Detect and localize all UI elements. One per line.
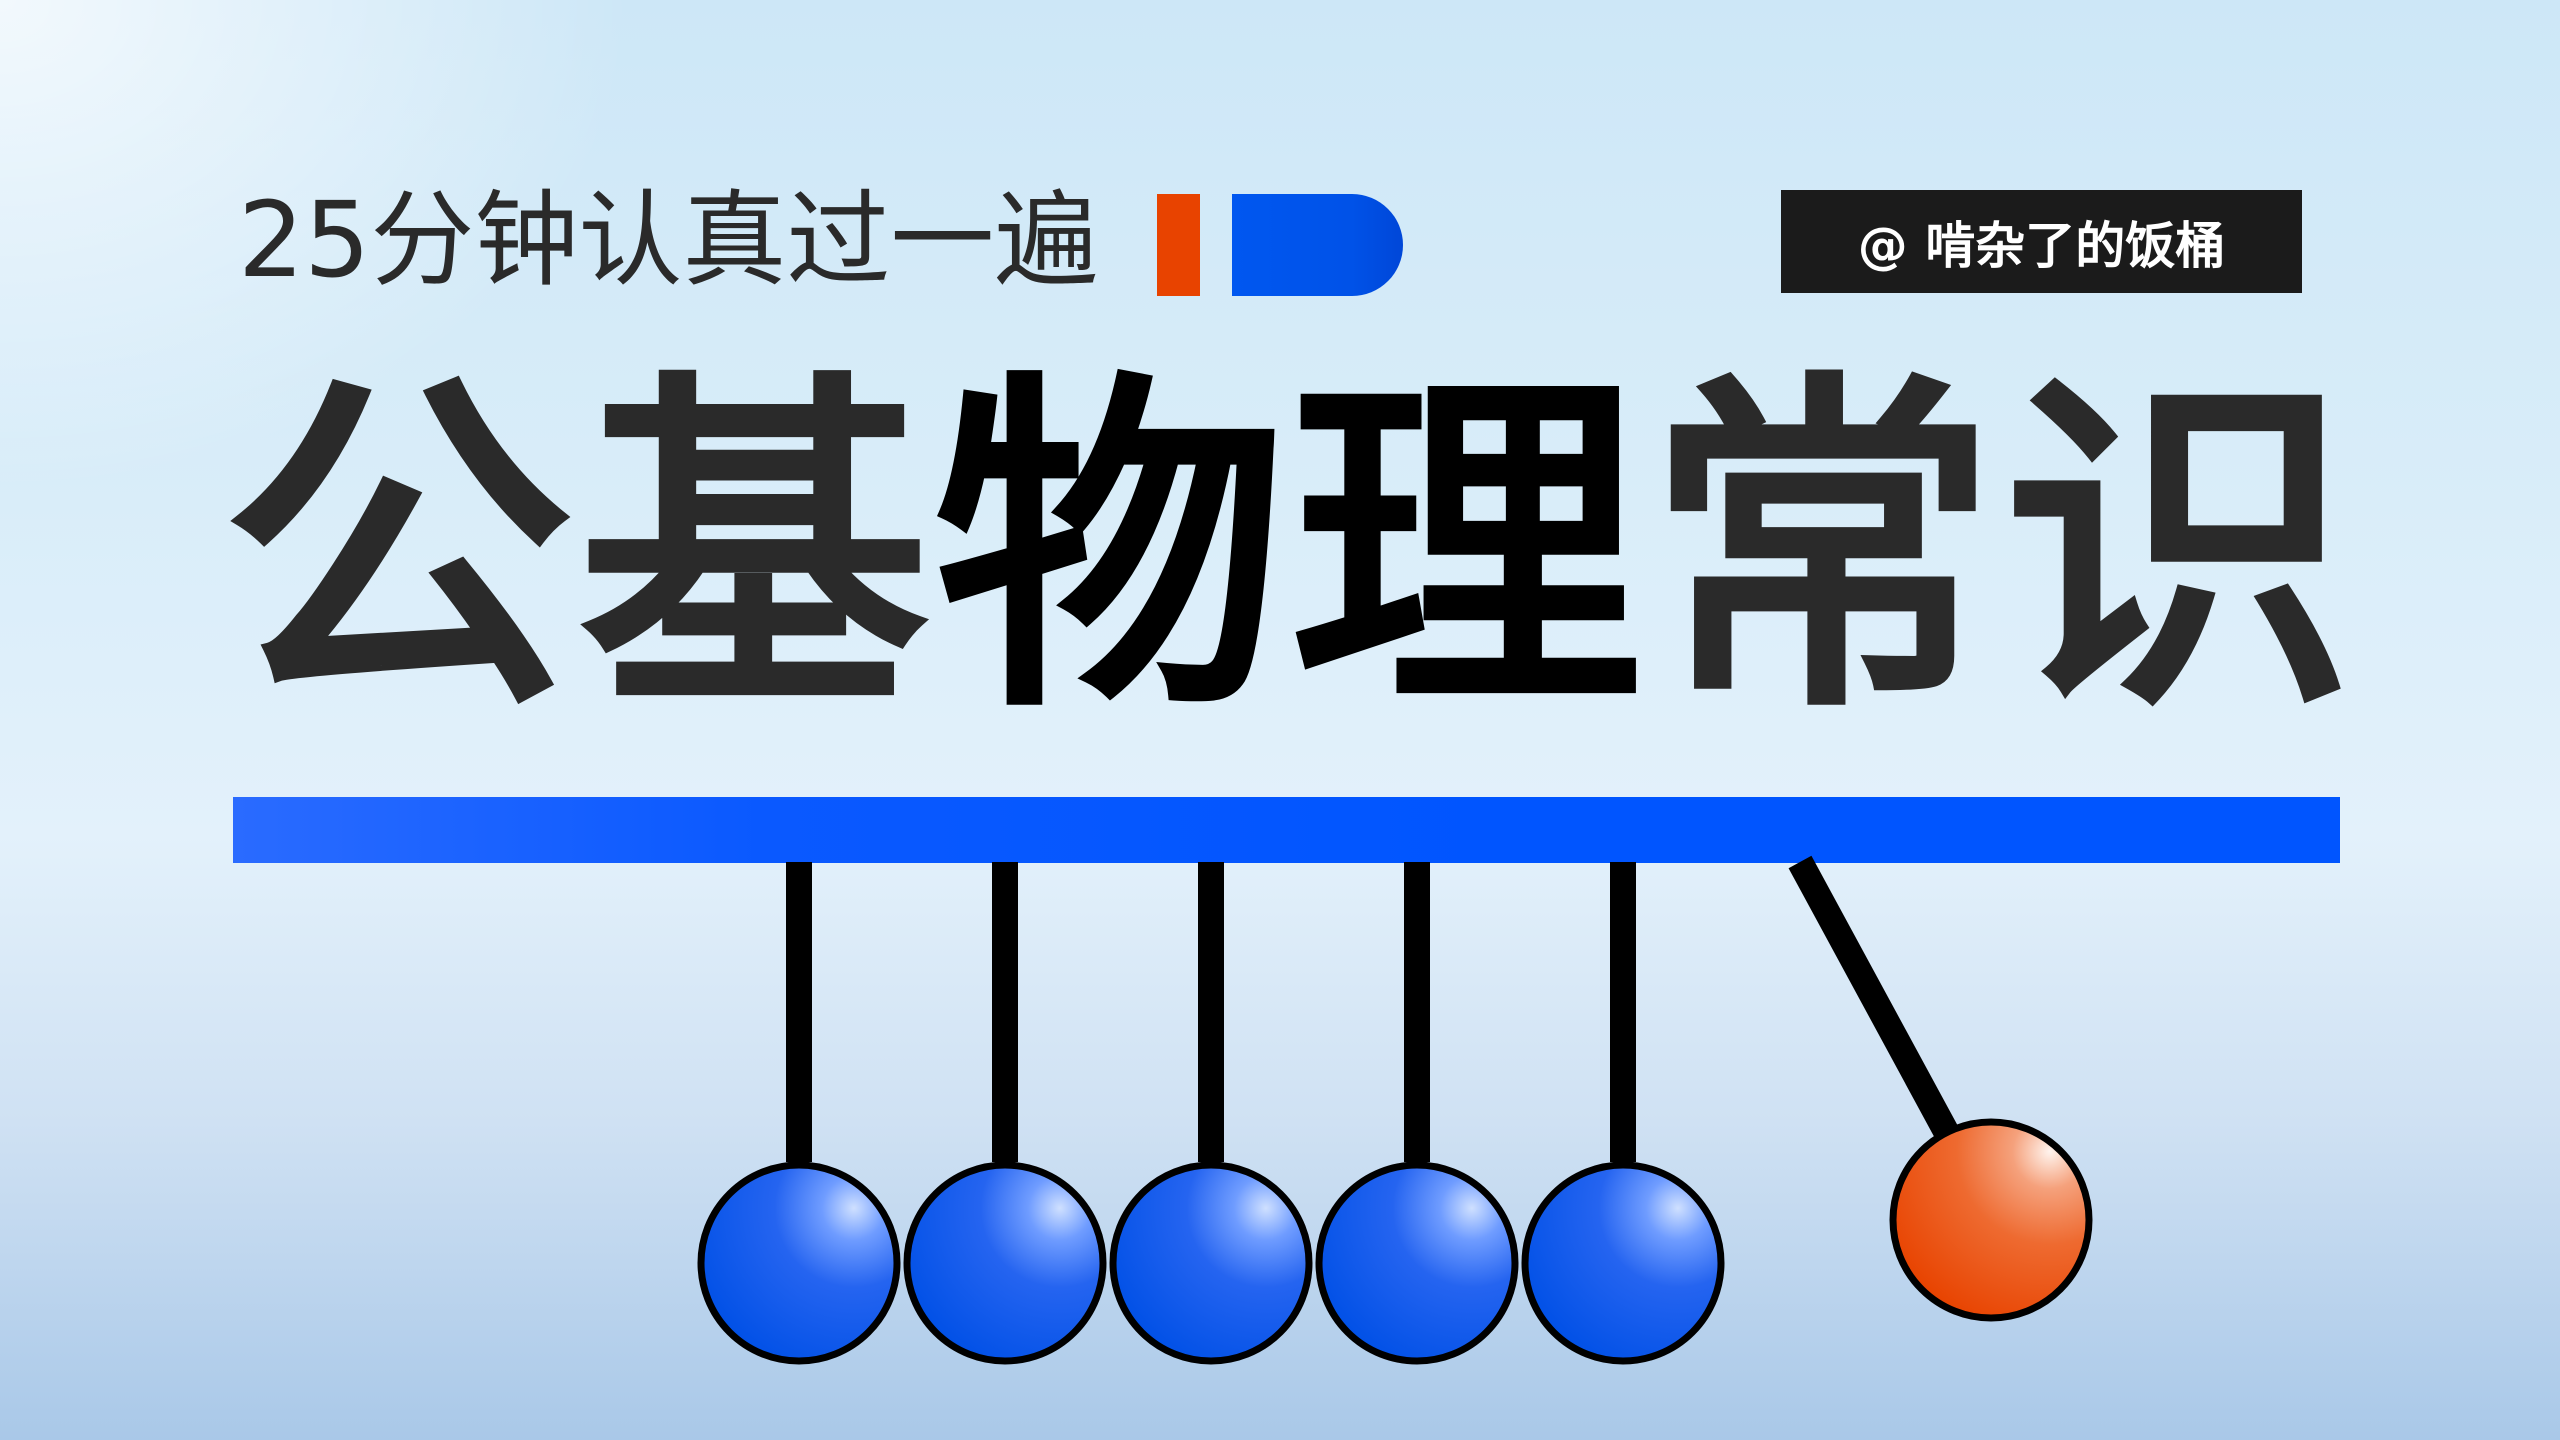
string-1 [786, 862, 812, 1162]
ball-5 [1521, 1161, 1725, 1365]
orange-accent-bar [1157, 194, 1200, 296]
author-badge-text: @ 啃杂了的饭桶 [1857, 216, 2226, 275]
ball-4 [1315, 1161, 1519, 1365]
string-2 [992, 862, 1018, 1162]
string-4 [1404, 862, 1430, 1162]
author-badge: @ 啃杂了的饭桶 [1781, 190, 2302, 293]
cradle-strings [786, 855, 1960, 1162]
string-swinging [1788, 855, 1960, 1142]
string-5 [1610, 862, 1636, 1162]
title-part-changshi: 常识 [1646, 345, 2358, 755]
cradle-beam [233, 797, 2340, 863]
resting-balls [697, 1161, 1725, 1365]
ball-2 [903, 1161, 1107, 1365]
swinging-ball [1889, 1118, 2093, 1322]
ball-1 [697, 1161, 901, 1365]
main-title: 公基物理常识 [222, 340, 2358, 760]
subtitle: 25分钟认真过一遍 [238, 179, 1099, 301]
title-part-gongji: 公基 [222, 345, 934, 755]
ball-3 [1109, 1161, 1313, 1365]
blue-accent-pill [1232, 194, 1403, 296]
string-3 [1198, 862, 1224, 1162]
title-part-wuli: 物理 [934, 345, 1646, 755]
